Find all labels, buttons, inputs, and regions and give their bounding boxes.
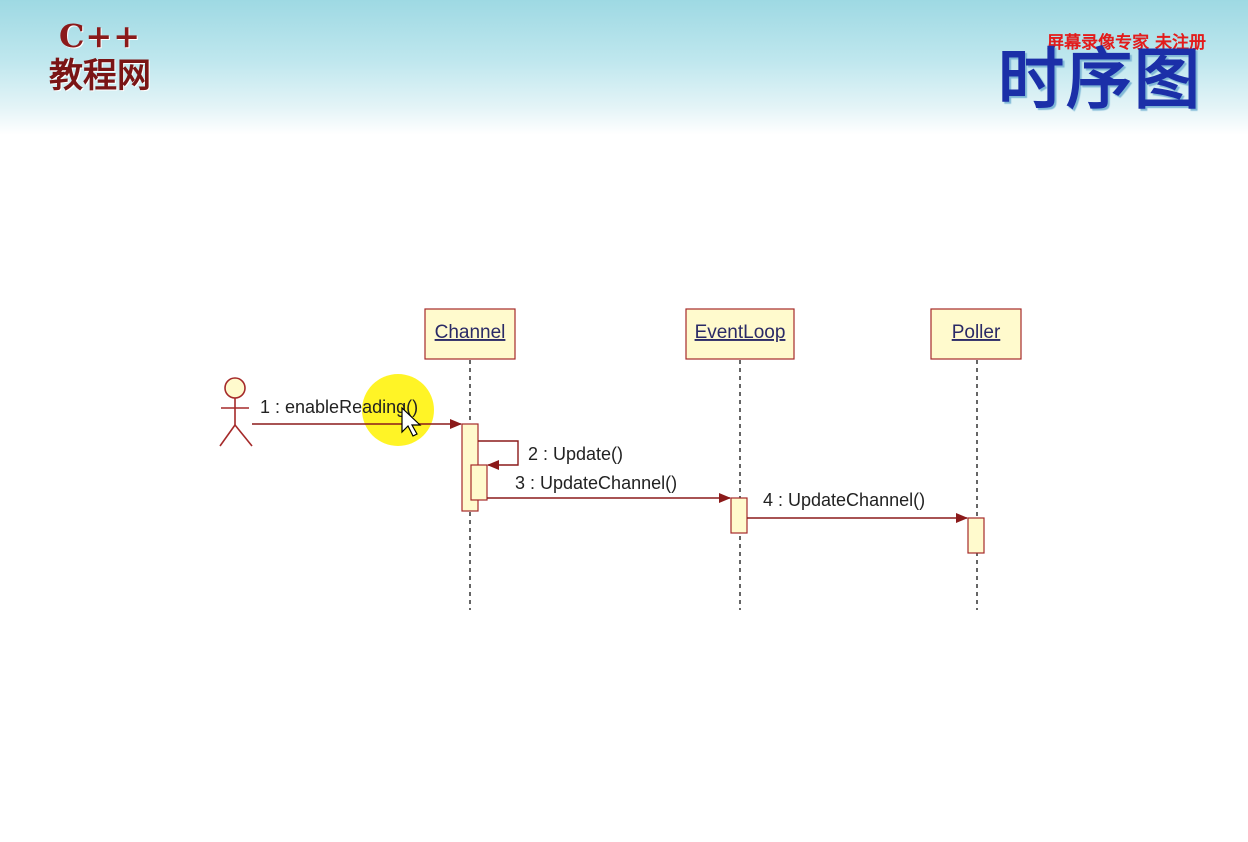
page-title: 时序图 bbox=[998, 41, 1202, 118]
watermark-text: 屏幕录像专家 未注册 bbox=[1047, 33, 1206, 53]
message-4-label: 4 : UpdateChannel() bbox=[763, 490, 925, 510]
lifeline-eventloop-box bbox=[685, 308, 795, 360]
message-2-label: 2 : Update() bbox=[528, 444, 623, 464]
lifeline-eventloop[interactable]: EventLoop bbox=[685, 308, 795, 360]
lifeline-poller[interactable]: Poller bbox=[930, 308, 1022, 360]
actor-icon bbox=[219, 377, 253, 447]
header-banner bbox=[0, 0, 1248, 135]
lifeline-channel-label: Channel bbox=[435, 322, 506, 343]
message-1-label: 1 : enableReading() bbox=[260, 397, 418, 417]
logo: C++ 教程网 bbox=[30, 18, 170, 108]
cursor-highlight bbox=[362, 374, 434, 446]
message-2-arrow bbox=[478, 440, 519, 470]
lifeline-channel-box bbox=[424, 308, 516, 360]
logo-bottom-text: 教程网 bbox=[49, 56, 151, 96]
activation-channel-nested bbox=[470, 464, 488, 501]
logo-top-text: C++ bbox=[58, 17, 142, 55]
lifeline-poller-box bbox=[930, 308, 1022, 360]
lifeline-channel[interactable]: Channel bbox=[424, 308, 516, 360]
message-3-label: 3 : UpdateChannel() bbox=[515, 473, 677, 493]
mouse-pointer-icon bbox=[401, 406, 422, 437]
activation-eventloop bbox=[730, 497, 748, 534]
lifeline-poller-label: Poller bbox=[952, 322, 1001, 343]
activation-poller bbox=[967, 517, 985, 554]
lifeline-eventloop-label: EventLoop bbox=[695, 322, 786, 343]
